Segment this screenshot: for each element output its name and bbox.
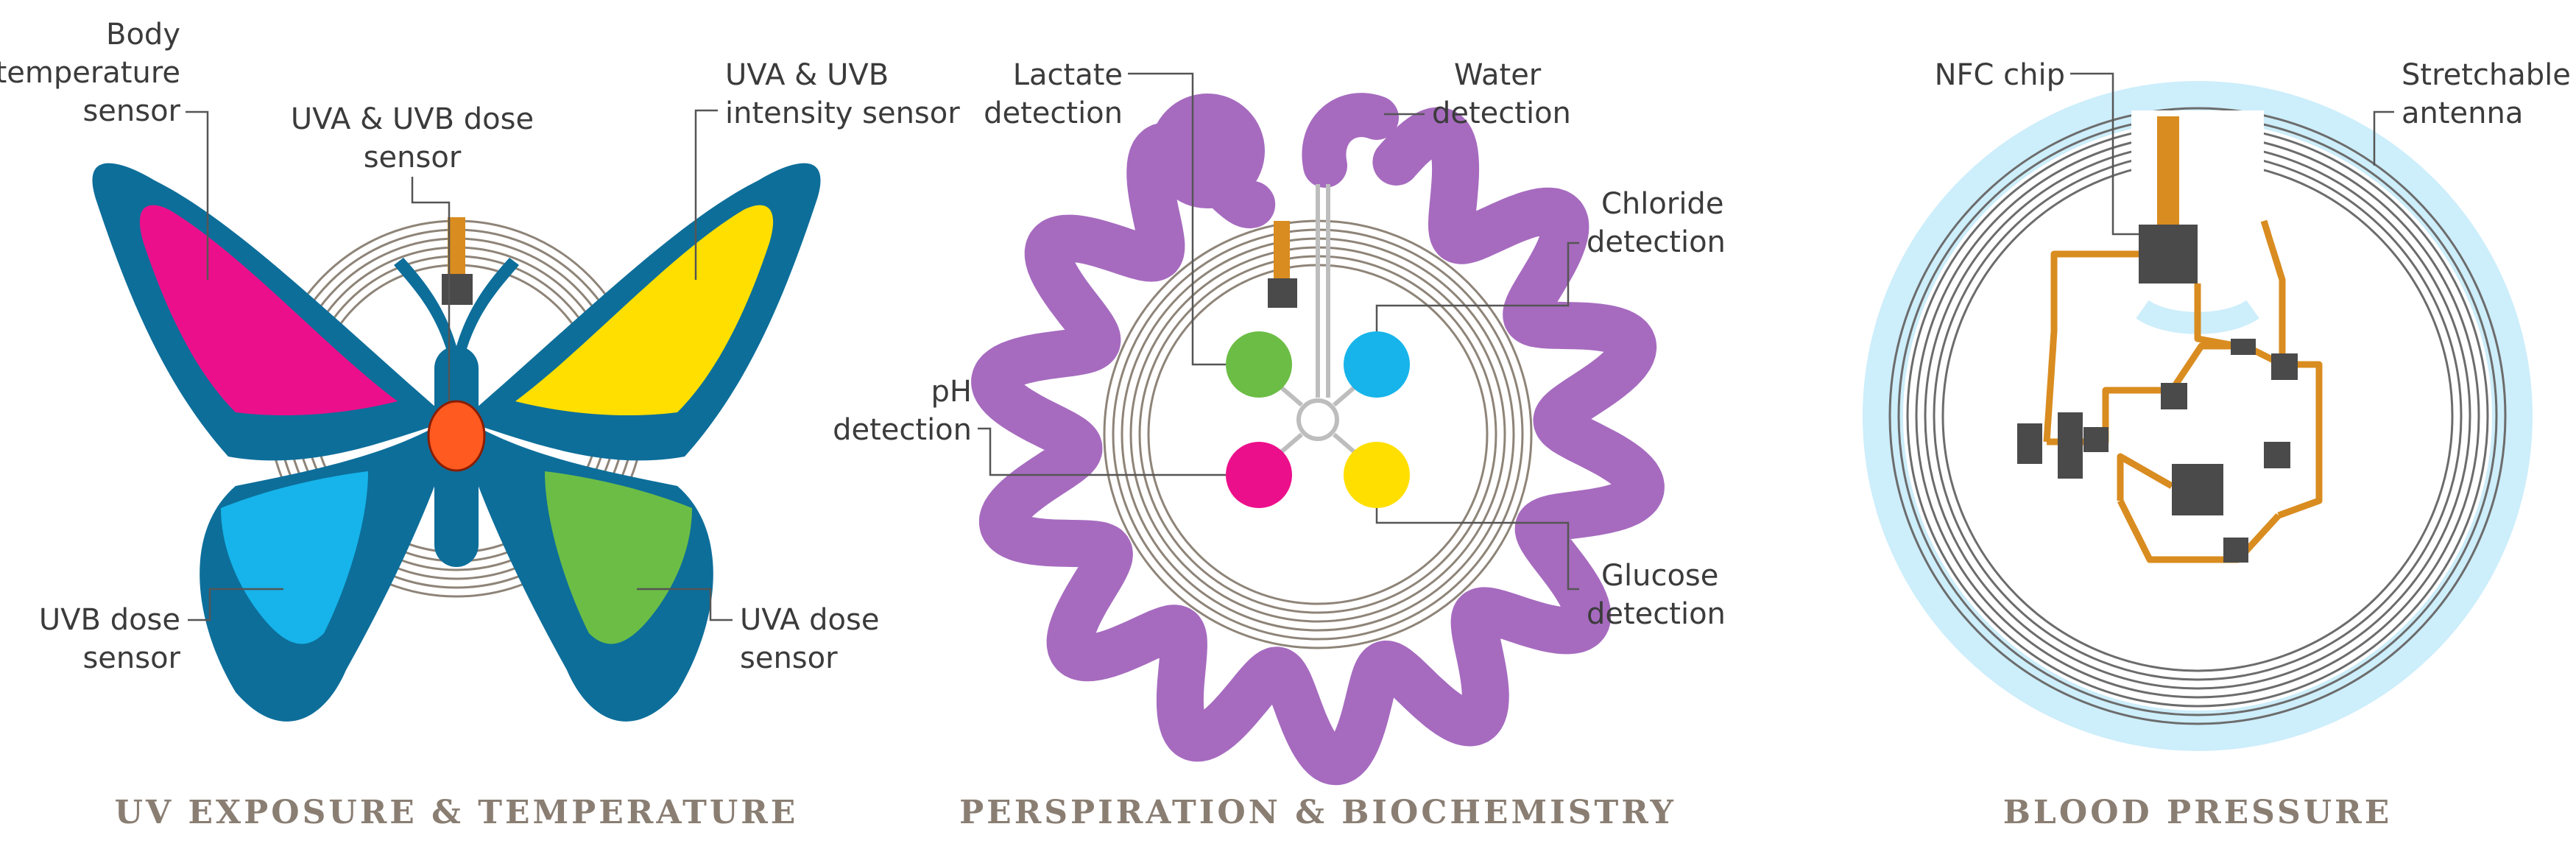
panel-title-blood-pressure: BLOOD PRESSURE [2003, 794, 2393, 831]
panel-perspiration: Lactate detection Water detection Chlori… [833, 58, 1726, 831]
label-uvb-dose: UVB dose sensor [39, 588, 283, 675]
body-temperature-wing [139, 205, 398, 416]
label-lactate-line-2: detection [984, 96, 1123, 130]
sensor-chip-2 [1268, 278, 1297, 308]
uva-dose-patch [545, 471, 692, 644]
label-lactate-line-1: Lactate [1013, 58, 1123, 92]
panel-title-perspiration: PERSPIRATION & BIOCHEMISTRY [959, 794, 1676, 831]
copper-lead-3 [2157, 116, 2179, 234]
label-ph-line-1: pH [931, 375, 972, 409]
label-uv-intensity-line-1: UVA & UVB [725, 58, 889, 92]
sensor-chip-1 [442, 274, 473, 305]
label-glucose-line-1: Glucose [1601, 559, 1718, 593]
label-body-temp-line-2: temperature [0, 56, 180, 90]
serpentine-band [971, 107, 1665, 786]
copper-lead-2 [1274, 221, 1290, 280]
ph-sensor [1226, 442, 1292, 508]
label-uv-intensity: UVA & UVB intensity sensor [694, 58, 960, 280]
label-body-temperature: Body temperature sensor [0, 18, 209, 280]
antenna-inner-clear [1903, 121, 2492, 711]
label-uva-dose-line-2: sensor [740, 641, 838, 675]
label-uv-intensity-line-2: intensity sensor [725, 96, 960, 130]
panel-blood-pressure: NFC chip Stretchable antenna BLOOD PRESS… [1863, 58, 2571, 831]
uv-dose-sensor-dot [427, 400, 486, 472]
copper-lead-1 [448, 217, 465, 276]
lactate-end-pad [1150, 94, 1265, 208]
label-chloride: Chloride detection [1375, 187, 1726, 331]
water-end-hook [1302, 93, 1399, 188]
serpentine-circuit [2043, 219, 2323, 563]
label-water-line-2: detection [1432, 96, 1571, 130]
chloride-sensor [1344, 331, 1410, 398]
butterfly-antennae [394, 258, 519, 353]
panel-title-uv-exposure: UV EXPOSURE & TEMPERATURE [115, 794, 799, 831]
label-uv-dose-line-2: sensor [364, 141, 462, 175]
label-body-temp-line-3: sensor [82, 94, 180, 128]
label-glucose: Glucose detection [1375, 508, 1726, 631]
label-glucose-line-2: detection [1587, 597, 1726, 631]
label-uva-dose: UVA dose sensor [637, 588, 879, 675]
label-water-line-1: Water [1454, 58, 1542, 92]
label-antenna-line-2: antenna [2402, 96, 2523, 130]
label-uv-dose-line-1: UVA & UVB dose [291, 102, 534, 136]
label-lactate: Lactate detection [984, 58, 1226, 366]
circuit-components [2017, 339, 2298, 563]
uvb-dose-patch [221, 471, 368, 644]
label-water: Water detection [1384, 58, 1571, 130]
uv-intensity-wing [515, 205, 774, 416]
nfc-chip [2139, 225, 2198, 283]
label-uv-dose: UVA & UVB dose sensor [291, 102, 534, 401]
label-uva-dose-line-1: UVA dose [740, 603, 879, 637]
label-antenna: Stretchable antenna [2373, 58, 2571, 166]
panel-uv-exposure: Body temperature sensor UVA & UVB dose s… [0, 18, 960, 831]
label-body-temp-line-1: Body [106, 18, 180, 52]
label-ph-line-2: detection [833, 413, 972, 447]
glucose-sensor [1344, 442, 1410, 508]
label-nfc-line-1: NFC chip [1935, 58, 2065, 92]
label-nfc-chip: NFC chip [1935, 58, 2139, 236]
label-chloride-line-2: detection [1587, 225, 1726, 259]
label-ph: pH detection [833, 375, 1226, 476]
lactate-sensor [1226, 331, 1292, 398]
label-uvb-dose-line-1: UVB dose [39, 603, 180, 637]
label-antenna-line-1: Stretchable [2402, 58, 2571, 92]
label-uvb-dose-line-2: sensor [82, 641, 180, 675]
label-chloride-line-1: Chloride [1601, 187, 1723, 221]
